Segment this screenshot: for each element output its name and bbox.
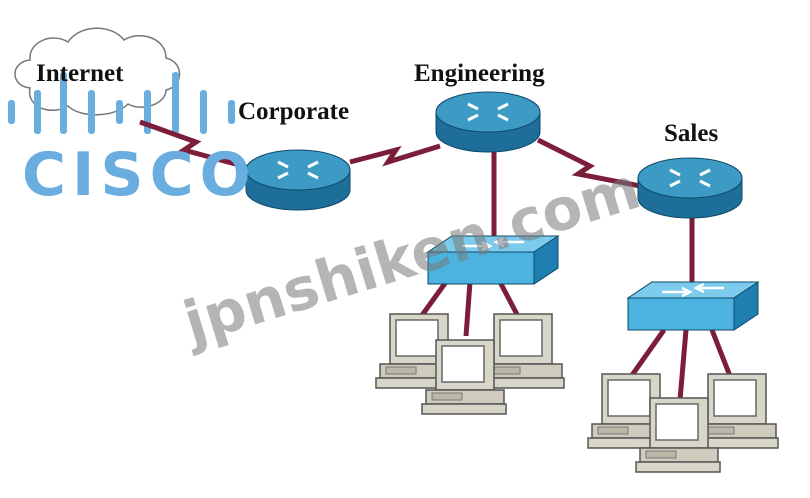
link-sales-switch-pc3 — [709, 329, 733, 377]
internet-cloud — [14, 27, 181, 116]
label-corporate: Corporate — [238, 98, 350, 125]
router-engineering — [434, 90, 542, 154]
link-eng-switch-pc1 — [417, 280, 449, 320]
link-sales-switch-pc1 — [627, 328, 667, 380]
switch-sales — [626, 280, 760, 332]
network-links — [139, 119, 733, 401]
link-internet-corporate — [139, 119, 251, 171]
label-sales: Sales — [664, 120, 719, 147]
link-sales-switch-pc2 — [677, 329, 689, 401]
cisco-logo-text: CISCO — [22, 140, 257, 210]
router-corporate — [244, 148, 352, 212]
link-corporate-engineering — [349, 143, 441, 167]
label-engineering: Engineering — [414, 60, 545, 87]
router-sales — [636, 156, 744, 220]
link-eng-switch-pc2 — [463, 281, 473, 337]
label-internet: Internet — [36, 60, 124, 87]
link-engineering-sales — [536, 137, 641, 189]
